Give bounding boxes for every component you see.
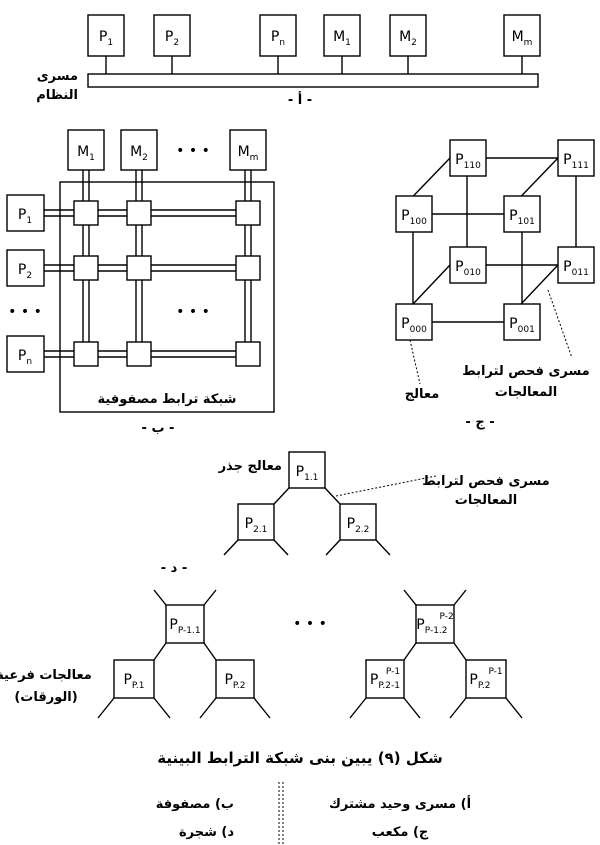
svg-text:P000: P000 [401,316,427,335]
cube-node-011: P011 [557,246,595,284]
tree-node-mid-left: PP-1.1 [165,604,205,644]
svg-text:Pn: Pn [271,29,285,48]
svg-text:P2.2: P2.2 [347,516,370,535]
tree-root-label: معالج جذر [218,459,282,474]
svg-text:P001: P001 [509,316,535,335]
legend-cube: ج) مكعب [372,825,429,840]
tree-leaf-2: PP.2 [215,659,255,699]
cube-bus-label-line1: مسرى فحص لترابط [462,364,589,379]
legend-bus: أ) مسرى وحيد مشترك [329,795,471,812]
part-c-label: - ج - [465,415,494,430]
cube-bus-label-line2: المعالجات [495,385,557,400]
tree-leaf-1: PP.1 [113,659,155,699]
svg-text:M1: M1 [333,29,351,48]
svg-text:M2: M2 [130,144,148,163]
matrix-processor-n: Pn [6,335,45,373]
svg-text:P100: P100 [401,208,427,227]
matrix-processor-1: P1 [6,194,45,232]
part-b-label: - ب - [142,421,175,436]
svg-text:PP.2-1P-1: PP.2-1P-1 [370,667,400,691]
cube-processor-label: معالج [405,387,440,402]
tree-bus-label-line1: مسرى فحص لترابط [422,474,549,489]
svg-text:P011: P011 [563,259,589,278]
bus-diagram: P1 P2 Pn M1 M2 Mm مسرى النظام - أ - [36,14,541,108]
legend-tree: د) شجرة [179,825,234,840]
tree-node-2-2: P2.2 [339,503,377,541]
cube-node-000: P000 [395,303,433,341]
matrix-inner-ellipsis: • • • [176,304,210,320]
cube-node-001: P001 [503,303,541,341]
cube-node-101: P101 [503,195,541,233]
matrix-network-label: شبكة ترابط مصفوفية [98,392,237,407]
svg-text:M2: M2 [399,29,417,48]
tree-leaves-label-line1: معالجات فرعية [0,668,92,683]
svg-text:P111: P111 [563,152,589,171]
bus-processor-1: P1 [87,14,125,57]
cube-diagram: P110 P111 P100 P101 P010 P011 P000 P001 [395,139,595,430]
svg-text:PP-1.2P-2: PP-1.2P-2 [416,612,453,636]
system-bus-label-line1: مسرى [37,69,78,84]
bus-processor-n: Pn [259,14,297,57]
svg-text:Mm: Mm [512,29,533,48]
cube-node-010: P010 [449,246,487,284]
part-a-label: - أ - [288,91,312,108]
matrix-memory-1: M1 [67,129,105,171]
cube-edges [395,157,577,323]
tree-edges [97,487,523,719]
figure-caption-title: شكل (٩) يبين بنى شبكة الترابط البينية [157,749,443,767]
system-bus-label-line2: النظام [36,88,78,103]
svg-text:P010: P010 [455,259,481,278]
tree-node-2-1: P2.1 [237,503,275,541]
legend-matrix: ب) مصفوفة [156,797,234,812]
matrix-processor-ellipsis: • • • [8,304,42,320]
svg-text:PP.2: PP.2 [224,672,245,691]
svg-text:Mm: Mm [238,144,259,163]
bus-processor-2: P2 [153,14,191,57]
bus-memory-1: M1 [323,14,361,57]
bus-memory-2: M2 [389,14,427,57]
tree-ellipsis: • • • [293,616,327,632]
matrix-memory-2: M2 [120,129,158,171]
part-d-label: - د - [161,561,188,576]
svg-text:P1.1: P1.1 [296,464,319,483]
tree-node-mid-right: PP-1.2P-2 [415,604,455,644]
tree-leaf-3: PP.2-1P-1 [365,659,405,699]
system-bus [87,73,539,88]
matrix-processor-2: P2 [6,249,45,287]
svg-text:P2: P2 [165,29,179,48]
tree-bus-label-line2: المعالجات [455,493,517,508]
svg-text:P2.1: P2.1 [245,516,268,535]
tree-leaves-label-line2: (الورقات) [14,690,77,705]
matrix-memory-m: Mm [229,129,267,171]
svg-text:P2: P2 [18,262,32,281]
tree-diagram: P1.1 P2.1 P2.2 PP-1.1 PP-1.2P-2 PP.1 PP.… [0,451,550,719]
matrix-diagram: M1 M2 Mm • • • P1 P2 Pn • • • • • • شبكة… [6,129,275,436]
svg-text:P1: P1 [99,29,113,48]
svg-text:PP.2P-1: PP.2P-1 [469,667,502,691]
svg-text:P101: P101 [509,208,535,227]
svg-text:PP-1.1: PP-1.1 [169,617,200,636]
figure-caption: شكل (٩) يبين بنى شبكة الترابط البينية أ)… [156,749,471,845]
svg-text:P1: P1 [18,207,32,226]
svg-text:M1: M1 [77,144,95,163]
matrix-memory-ellipsis: • • • [176,143,210,159]
cube-node-100: P100 [395,195,433,233]
bus-memory-m: Mm [503,14,541,57]
cube-node-110: P110 [449,139,487,177]
tree-root-node: P1.1 [288,451,326,489]
svg-text:Pn: Pn [18,348,32,367]
tree-leaf-4: PP.2P-1 [465,659,507,699]
svg-text:P110: P110 [455,152,481,171]
cube-node-111: P111 [557,139,595,177]
matrix-switches [73,200,261,367]
svg-text:PP.1: PP.1 [123,672,144,691]
